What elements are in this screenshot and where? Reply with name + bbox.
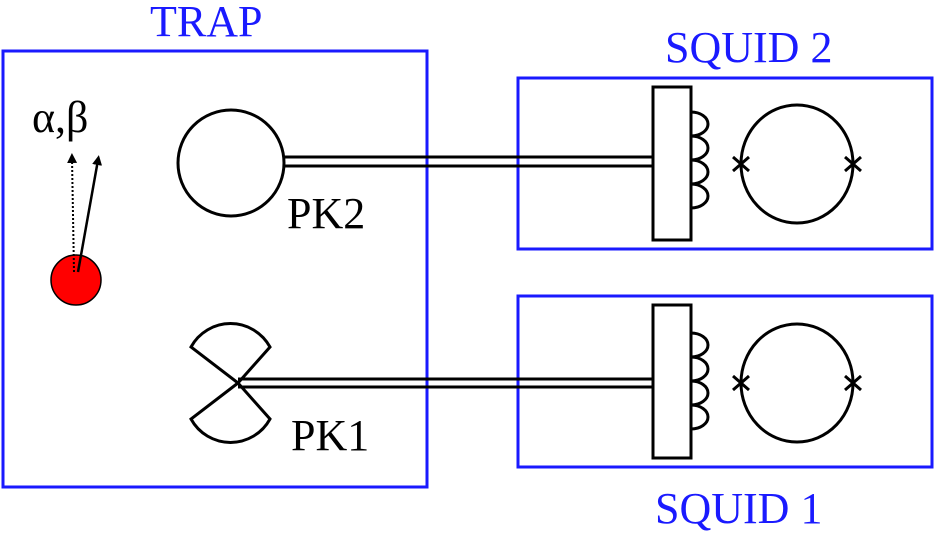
squid-2-label: SQUID 2 (665, 23, 832, 72)
alpha-beta-label: α,β (32, 93, 88, 142)
squid-1-junction-left (732, 374, 750, 392)
trap-box (1, 49, 429, 489)
squid-2-input-coil-frame (651, 85, 693, 242)
squid-2-inductor (690, 110, 710, 210)
squid-1-junction-right (844, 374, 862, 392)
squid-1-input-coil-frame (651, 303, 693, 460)
squid-2-ring (739, 103, 855, 225)
squid-2-junction-right (844, 155, 862, 173)
beta-arrow (76, 155, 103, 273)
pk2-pickup-loop (176, 108, 286, 218)
squid-2-box (516, 76, 934, 251)
squid-1-label: SQUID 1 (655, 484, 822, 533)
squid-1-ring (739, 322, 855, 444)
particle-source (50, 254, 102, 306)
squid-2-junction-left (732, 155, 750, 173)
alpha-arrow (67, 153, 78, 273)
pk1-upper-lobe (189, 322, 272, 386)
trap-label: TRAP (150, 0, 262, 46)
pk2-label: PK2 (287, 189, 365, 238)
pk1-lower-lobe (189, 380, 272, 444)
squid-1-box (516, 294, 934, 469)
squid-1-inductor (690, 331, 710, 431)
pk1-label: PK1 (291, 411, 369, 460)
